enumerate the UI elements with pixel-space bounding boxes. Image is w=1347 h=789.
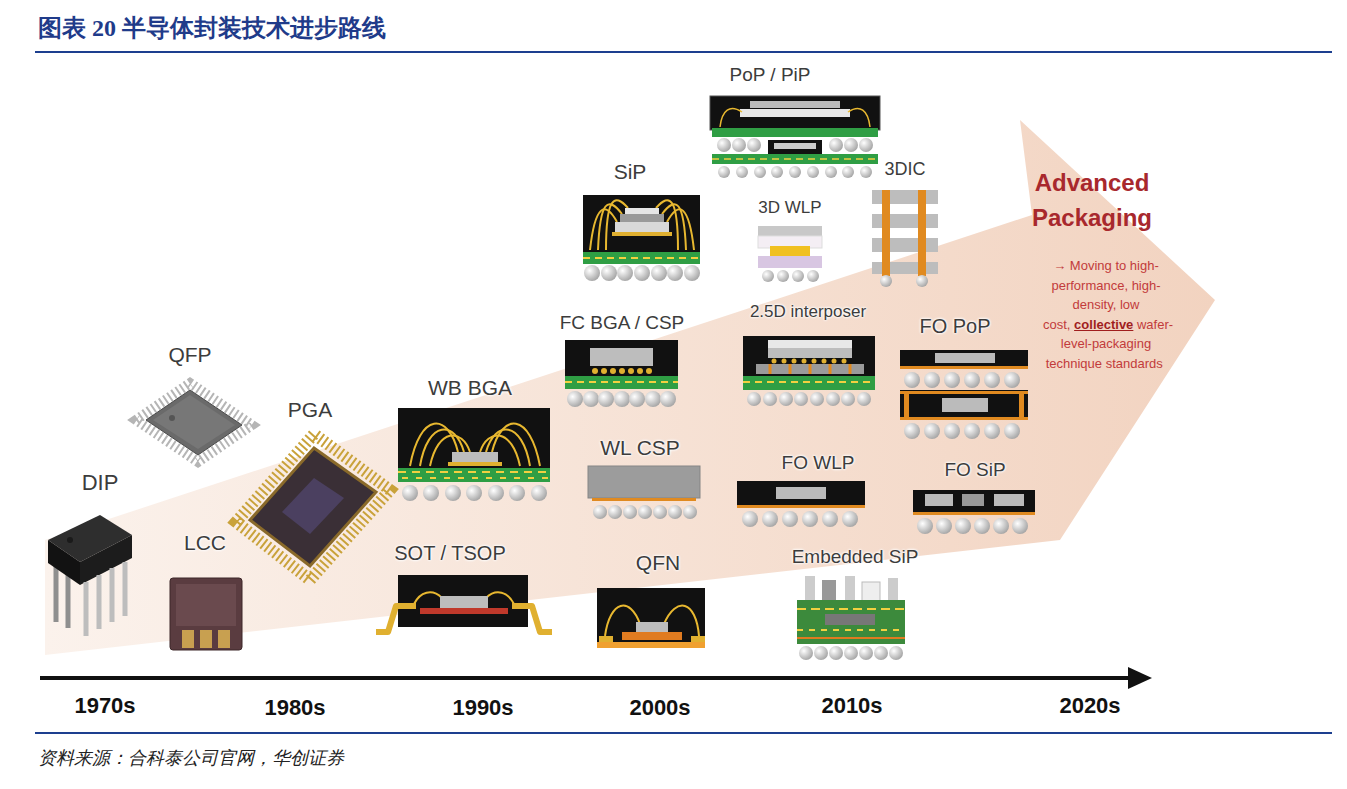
source-caption: 资料来源：合科泰公司官网，华创证券 [38, 746, 344, 770]
package-label: Embedded SiP [792, 546, 919, 569]
rules [35, 52, 1332, 733]
embedded-sip-package [797, 576, 905, 660]
timeline-axis [40, 667, 1152, 689]
emphasis-word: collective [1074, 317, 1133, 332]
figure-title: 图表 20 半导体封装技术进步路线 [38, 12, 386, 44]
arrow-shape [45, 120, 1215, 655]
package-label: WL CSP [600, 435, 680, 460]
package-label: SOT / TSOP [394, 541, 506, 565]
qfp-chip [136, 383, 252, 462]
arrow-band [45, 120, 1215, 660]
decade-label: 2020s [1059, 693, 1120, 719]
package-label: WB BGA [428, 375, 512, 400]
pop-pip-package [710, 96, 880, 178]
package-label: QFP [168, 342, 211, 367]
decade-label: 1980s [264, 695, 325, 721]
package-label: PGA [288, 397, 332, 422]
package-label: SiP [614, 159, 647, 184]
package-label: 3DIC [884, 159, 925, 181]
package-label: FO PoP [919, 314, 990, 338]
qfn-package [597, 588, 705, 648]
package-label: 2.5D interposer [750, 302, 866, 322]
package-label: FO WLP [782, 452, 855, 475]
arrow-heading: Advanced Packaging [1012, 166, 1172, 236]
package-label: QFN [636, 550, 680, 575]
arrow-note: → Moving to high-performance, high-densi… [1043, 256, 1169, 373]
decade-label: 1990s [452, 695, 513, 721]
decade-label: 2000s [629, 695, 690, 721]
decade-label: 2010s [821, 693, 882, 719]
package-label: FC BGA / CSP [560, 312, 685, 335]
advanced-packaging-arrow: Advanced Packaging → Moving to high-perfo… [45, 120, 1215, 660]
package-label: FO SiP [944, 459, 1005, 482]
3d-wlp-package [758, 226, 822, 282]
decade-label: 1970s [74, 693, 135, 719]
package-label: DIP [82, 470, 119, 496]
package-label: 3D WLP [758, 198, 821, 218]
package-label: PoP / PiP [730, 64, 811, 87]
sip-package [583, 195, 700, 281]
package-label: LCC [184, 530, 226, 555]
